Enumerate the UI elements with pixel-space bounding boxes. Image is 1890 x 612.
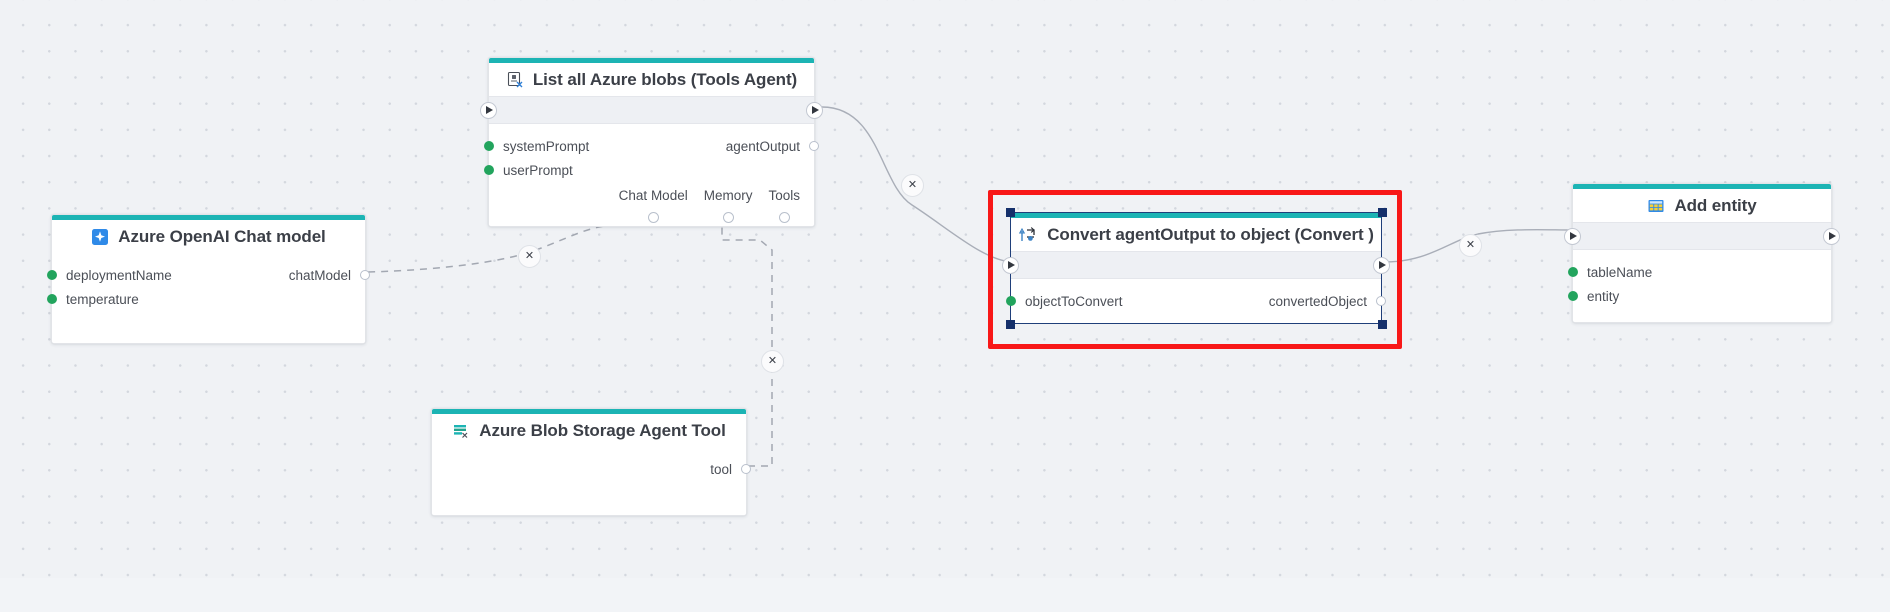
node-title-row: Convert agentOutput to object (Convert ) [1011, 218, 1381, 251]
bottom-port-label: Tools [768, 188, 800, 203]
node-add-entity[interactable]: Add entity tableName entity [1564, 183, 1840, 323]
blob-tool-icon [452, 422, 470, 440]
edge-delete-button-tool-agent[interactable]: ✕ [761, 350, 784, 373]
azure-openai-sparkle-icon [91, 228, 109, 246]
node-exec-bar [1002, 251, 1390, 279]
output-label: chatModel [288, 267, 351, 283]
output-port-dot[interactable] [809, 141, 819, 151]
node-azure-openai-chat-model[interactable]: Azure OpenAI Chat model deploymentName c… [47, 214, 370, 344]
input-label: entity [1587, 288, 1620, 304]
node-title-text: Convert agentOutput to object (Convert ) [1047, 224, 1374, 244]
node-title-text: List all Azure blobs (Tools Agent) [532, 69, 798, 89]
close-icon: ✕ [1465, 239, 1476, 251]
port-row-objecttoconvert[interactable]: objectToConvert convertedObject [1006, 289, 1386, 313]
table-grid-icon [1647, 197, 1665, 215]
node-body: tool [432, 447, 751, 481]
exec-output-handle[interactable] [1823, 227, 1840, 245]
agent-script-icon [506, 71, 524, 89]
input-label: tableName [1587, 264, 1653, 280]
output-label: convertedObject [1268, 293, 1367, 309]
port-row-userprompt[interactable]: userPrompt [484, 158, 814, 182]
input-port-dot[interactable] [47, 294, 57, 304]
canvas-bottom-strip [0, 578, 1890, 612]
bottom-port-chat-model[interactable]: Chat Model [618, 188, 688, 223]
bottom-port-tools[interactable]: Tools [768, 188, 800, 223]
node-title-text: Add entity [1674, 195, 1757, 215]
input-port-dot[interactable] [1006, 296, 1016, 306]
node-azure-blob-storage-agent-tool[interactable]: Azure Blob Storage Agent Tool tool [431, 408, 751, 516]
node-accent-bar [432, 409, 746, 414]
node-body: objectToConvert convertedObject [1006, 279, 1386, 313]
node-accent-bar [1011, 213, 1381, 218]
node-exec-bar [480, 96, 823, 124]
input-port-dot[interactable] [484, 165, 494, 175]
resize-handle-bottom-right[interactable] [1378, 320, 1387, 329]
bottom-port-label: Chat Model [618, 188, 688, 203]
edge-delete-button-chatmodel-agent[interactable]: ✕ [518, 245, 541, 268]
node-accent-bar [1573, 184, 1831, 189]
input-port-dot[interactable] [47, 270, 57, 280]
close-icon: ✕ [524, 250, 535, 262]
input-label: userPrompt [503, 162, 573, 178]
close-icon: ✕ [907, 179, 918, 191]
input-label: temperature [66, 291, 139, 307]
node-convert-agentoutput-to-object[interactable]: Convert agentOutput to object (Convert )… [1002, 212, 1390, 324]
node-exec-bar [1564, 222, 1840, 250]
edge-delete-button-convert-addentity[interactable]: ✕ [1459, 234, 1482, 257]
exec-output-handle[interactable] [1373, 256, 1390, 274]
bottom-port-dot[interactable] [722, 212, 734, 223]
node-tools-agent[interactable]: List all Azure blobs (Tools Agent) syste… [480, 57, 823, 227]
edge-delete-button-agent-convert[interactable]: ✕ [901, 174, 924, 197]
edge-chatmodel-to-agent [367, 225, 605, 273]
resize-handle-top-left[interactable] [1006, 208, 1015, 217]
port-row-systemprompt[interactable]: systemPrompt agentOutput [484, 134, 819, 158]
exec-input-handle[interactable] [480, 101, 497, 119]
input-port-dot[interactable] [1568, 267, 1578, 277]
output-port-dot[interactable] [741, 464, 751, 474]
node-bottom-ports: Chat Model Memory Tools [489, 188, 814, 223]
port-row-deploymentname[interactable]: deploymentName chatModel [47, 263, 370, 287]
output-label: agentOutput [725, 138, 800, 154]
node-title-row: Azure Blob Storage Agent Tool [432, 414, 746, 447]
close-icon: ✕ [767, 355, 778, 367]
output-label: tool [710, 461, 732, 477]
node-body: systemPrompt agentOutput userPrompt Chat… [484, 124, 819, 223]
node-title-text: Azure OpenAI Chat model [118, 226, 326, 246]
bottom-port-memory[interactable]: Memory [703, 188, 753, 223]
node-title-text: Azure Blob Storage Agent Tool [479, 420, 726, 440]
node-body: deploymentName chatModel temperature [47, 253, 370, 311]
resize-handle-bottom-left[interactable] [1006, 320, 1015, 329]
port-row-entity[interactable]: entity [1568, 284, 1831, 308]
bottom-port-label: Memory [703, 188, 753, 203]
input-label: deploymentName [66, 267, 172, 283]
port-row-tablename[interactable]: tableName [1568, 260, 1831, 284]
input-label: systemPrompt [503, 138, 590, 154]
output-port-dot[interactable] [1376, 296, 1386, 306]
bottom-port-dot[interactable] [647, 212, 659, 223]
port-row-tool[interactable]: tool [432, 457, 751, 481]
node-title-row: Add entity [1573, 189, 1831, 222]
input-label: objectToConvert [1025, 293, 1123, 309]
node-body: tableName entity [1568, 250, 1831, 308]
input-port-dot[interactable] [484, 141, 494, 151]
convert-transform-icon [1018, 226, 1038, 244]
node-title-row: List all Azure blobs (Tools Agent) [489, 63, 814, 96]
input-port-dot[interactable] [1568, 291, 1578, 301]
exec-input-handle[interactable] [1002, 256, 1019, 274]
node-accent-bar [52, 215, 365, 220]
node-title-row: Azure OpenAI Chat model [52, 220, 365, 253]
bottom-port-dot[interactable] [778, 212, 790, 223]
resize-handle-top-right[interactable] [1378, 208, 1387, 217]
exec-output-handle[interactable] [806, 101, 823, 119]
exec-input-handle[interactable] [1564, 227, 1581, 245]
node-accent-bar [489, 58, 814, 63]
port-row-temperature[interactable]: temperature [47, 287, 365, 311]
output-port-dot[interactable] [360, 270, 370, 280]
